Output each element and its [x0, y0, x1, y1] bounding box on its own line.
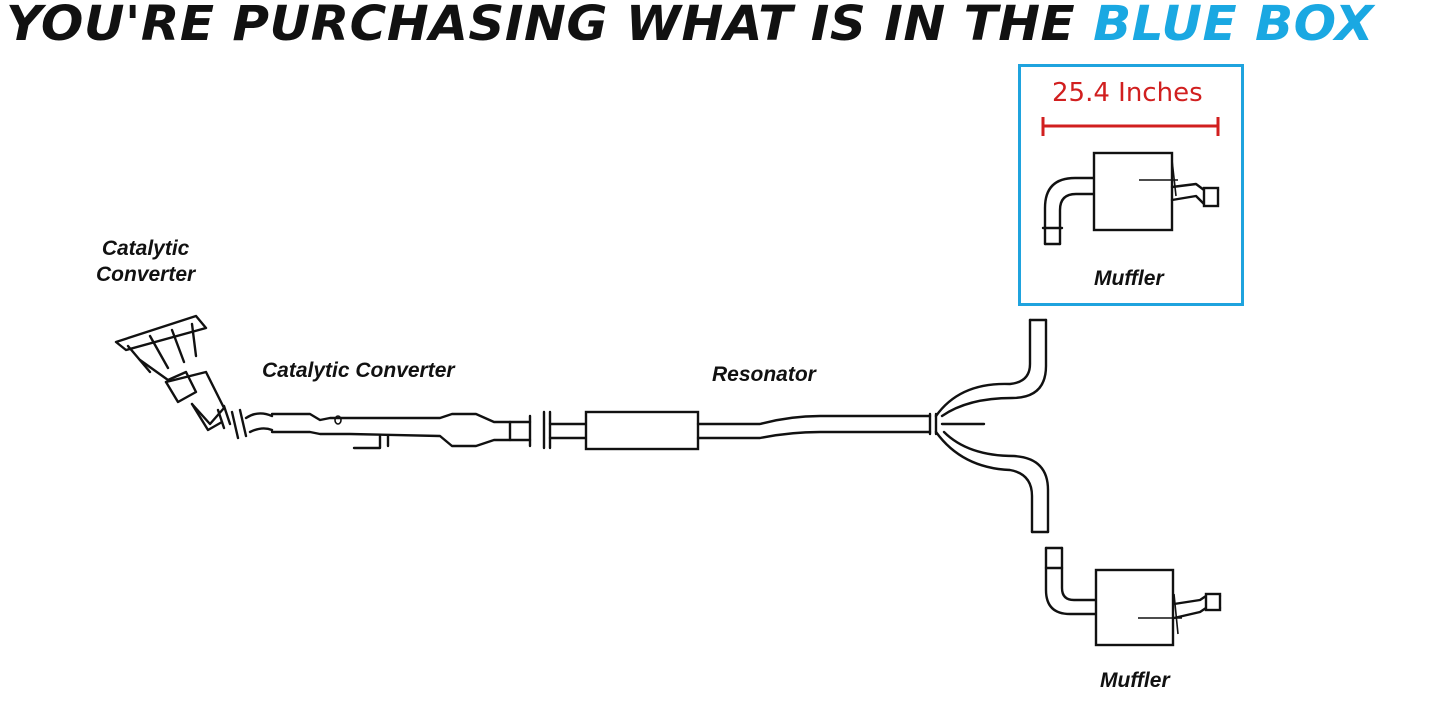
muffler-lower-label: Muffler [1100, 669, 1170, 692]
page-title: YOU'RE PURCHASING WHAT IS IN THE BLUE BO… [6, 0, 1374, 52]
title-main: YOU'RE PURCHASING WHAT IS IN THE [6, 0, 1076, 52]
purchase-highlight-box [1018, 64, 1244, 306]
front-catalytic-converter-drawing [114, 314, 232, 432]
mid-catalytic-converter-drawing [244, 410, 552, 450]
title-accent: BLUE BOX [1093, 0, 1374, 52]
resonator-label: Resonator [712, 363, 816, 386]
muffler-lower-drawing [1044, 546, 1222, 647]
muffler-upper-label: Muffler [1094, 267, 1164, 290]
y-pipe-drawing [928, 318, 1050, 534]
dimension-label: 25.4 Inches [1052, 78, 1203, 108]
catalytic-converter-mid-label: Catalytic Converter [262, 359, 455, 382]
dimension-line [1041, 117, 1220, 136]
resonator-drawing [548, 410, 932, 451]
catalytic-converter-front-label: Catalytic Converter [96, 237, 196, 287]
muffler-upper-drawing [1041, 151, 1220, 246]
front-flange [230, 408, 248, 440]
